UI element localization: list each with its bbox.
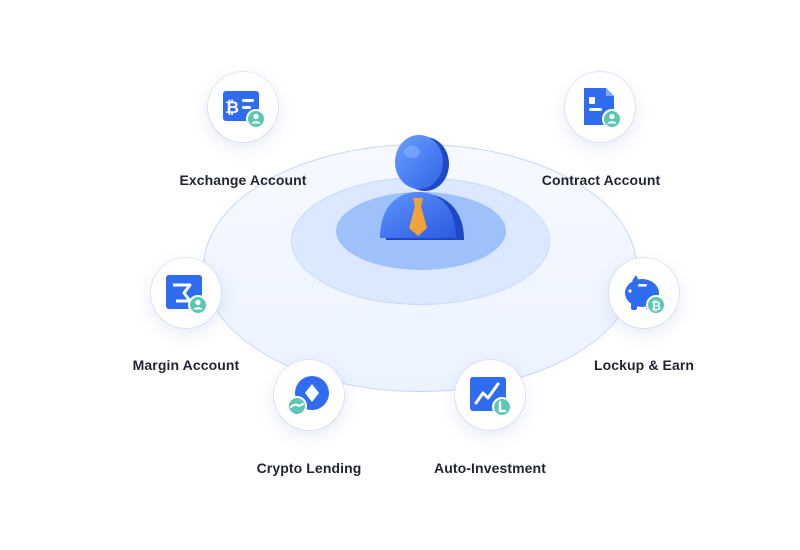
auto-investment-icon [470, 377, 512, 417]
label-lockup-earn: Lockup & Earn [593, 357, 695, 373]
svg-text:₿: ₿ [225, 98, 239, 118]
margin-account-icon [166, 275, 208, 315]
node-contract-account[interactable] [565, 72, 635, 142]
node-exchange-account[interactable]: ₿ [208, 72, 278, 142]
user-avatar-icon [370, 128, 474, 248]
label-margin-account: Margin Account [132, 357, 240, 373]
contract-account-icon [584, 88, 622, 129]
node-auto-investment[interactable] [455, 360, 525, 430]
node-crypto-lending[interactable] [274, 360, 344, 430]
exchange-account-icon: ₿ [223, 91, 266, 129]
piggy-bank-icon: ₿ [625, 275, 666, 315]
label-exchange-account: Exchange Account [179, 172, 307, 188]
node-lockup-earn[interactable]: ₿ [609, 258, 679, 328]
label-crypto-lending: Crypto Lending [256, 460, 362, 476]
svg-text:₿: ₿ [651, 299, 661, 313]
node-margin-account[interactable] [151, 258, 221, 328]
label-auto-investment: Auto-Investment [434, 460, 546, 476]
label-contract-account: Contract Account [541, 172, 661, 188]
crypto-lending-icon [287, 376, 329, 416]
